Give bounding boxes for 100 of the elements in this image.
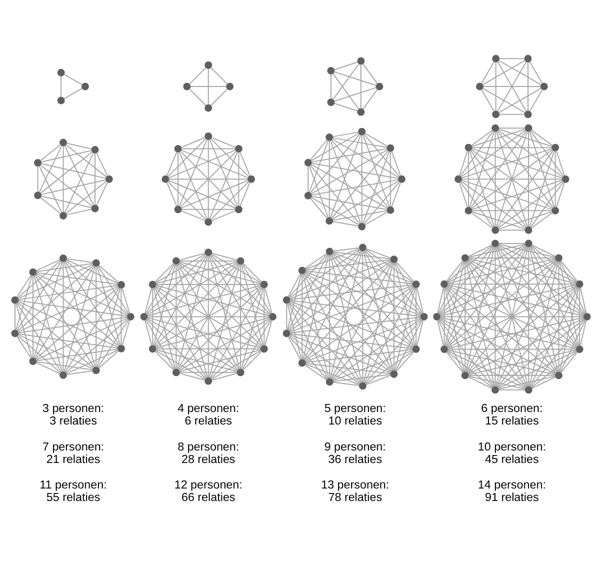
node-circle: [461, 254, 469, 262]
connector: [529, 60, 543, 84]
connector: [188, 66, 206, 84]
connector: [180, 179, 249, 208]
connector: [145, 318, 175, 370]
node-circle: [524, 124, 532, 132]
connector: [332, 252, 422, 315]
connector: [530, 350, 578, 388]
connector: [288, 272, 302, 297]
node-circle: [327, 66, 335, 74]
connector: [96, 265, 121, 346]
node-circle: [524, 239, 532, 247]
connector: [155, 285, 262, 348]
connector: [446, 350, 464, 373]
connector: [498, 59, 542, 85]
connector: [439, 244, 526, 315]
connector: [40, 144, 62, 161]
connector: [155, 350, 206, 380]
node-circle: [440, 345, 448, 353]
node-circle: [492, 54, 500, 62]
node-circle: [59, 254, 67, 262]
node-circle: [358, 127, 366, 135]
connector: [60, 75, 62, 98]
connector: [465, 260, 495, 387]
node-circle: [412, 344, 420, 352]
connector: [154, 254, 208, 346]
node-circle: [60, 138, 67, 146]
connector: [437, 286, 444, 314]
connector: [302, 272, 330, 378]
connector: [460, 129, 526, 177]
node-circle: [117, 344, 125, 352]
connector: [264, 286, 272, 314]
connector: [334, 86, 377, 102]
connector: [461, 148, 552, 178]
node-circle: [59, 370, 67, 378]
connector: [181, 208, 236, 210]
connector: [64, 152, 94, 212]
connector: [144, 286, 152, 314]
connector: [311, 162, 399, 179]
connector: [18, 300, 128, 316]
connector: [97, 264, 130, 314]
connector: [556, 181, 565, 208]
connector: [438, 245, 494, 314]
connector: [155, 253, 206, 283]
node-circle: [552, 143, 560, 151]
connector: [305, 348, 413, 362]
connector: [40, 150, 92, 162]
node-circle: [433, 312, 441, 320]
connector: [210, 318, 271, 379]
connector: [498, 244, 577, 283]
connector: [240, 263, 242, 369]
connector: [66, 370, 94, 375]
connector: [156, 284, 262, 285]
connector: [211, 372, 238, 380]
connector: [210, 286, 263, 378]
connector: [498, 318, 585, 388]
connector: [303, 272, 362, 383]
node-circle: [440, 280, 448, 288]
connector: [331, 286, 414, 380]
connector: [209, 138, 238, 206]
connector: [468, 257, 556, 258]
connector: [554, 150, 556, 208]
node-circle: [140, 312, 148, 320]
label: 3 personen: 3 relaties: [42, 401, 104, 427]
connector: [460, 180, 526, 228]
node-circle: [117, 280, 125, 288]
connector: [152, 287, 154, 346]
node-circle: [357, 56, 365, 64]
connector: [362, 62, 378, 84]
connector: [179, 252, 206, 260]
connector: [310, 164, 360, 224]
connector: [332, 349, 414, 381]
connector: [290, 284, 413, 300]
connector: [498, 58, 525, 59]
connector: [361, 134, 362, 224]
connector: [289, 284, 414, 332]
connector: [289, 334, 392, 373]
connector: [310, 132, 360, 161]
connector: [290, 316, 422, 333]
node-circle: [172, 368, 180, 376]
connector: [494, 130, 496, 227]
connector: [482, 87, 526, 113]
connector: [560, 260, 586, 314]
node-circle: [204, 218, 212, 226]
connector: [303, 250, 362, 360]
connector: [362, 250, 364, 382]
connector: [332, 381, 360, 386]
connector: [15, 302, 33, 358]
connector: [498, 87, 542, 113]
connector: [465, 246, 495, 372]
connector: [468, 317, 584, 374]
connector: [329, 254, 330, 378]
connector: [499, 113, 526, 114]
connector: [146, 254, 206, 314]
connector: [179, 348, 262, 372]
connector: [332, 220, 359, 226]
node-circle: [298, 266, 306, 274]
connector: [439, 258, 556, 316]
connector: [470, 149, 527, 228]
connector: [528, 246, 558, 372]
